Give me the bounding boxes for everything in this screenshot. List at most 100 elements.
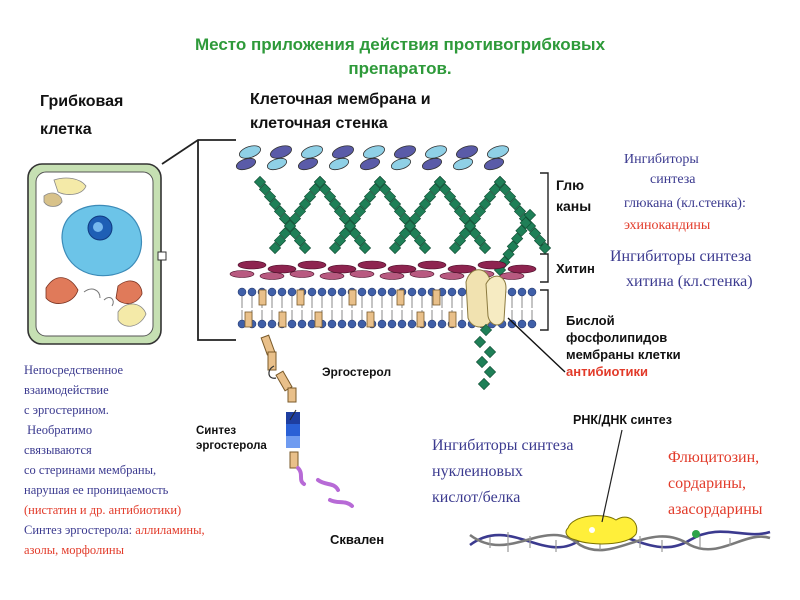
- ergosterol-molecule: [366, 311, 375, 328]
- antibiotics-pointer: [507, 317, 566, 373]
- glucan-unit: [508, 197, 522, 211]
- glucan-unit: [403, 219, 417, 233]
- glucan-unit: [413, 205, 427, 218]
- glucan-unit: [298, 241, 312, 255]
- ergosterol-label: Эргостерол: [322, 365, 392, 379]
- glucan-unit: [513, 205, 527, 218]
- chitin-layer: [229, 260, 537, 280]
- glucan-unit: [483, 190, 497, 203]
- lipid-head: [357, 287, 367, 297]
- membrane-wall-header: Клеточная мембрана и клеточная стенка: [250, 88, 431, 136]
- glucan-unit: [473, 234, 487, 247]
- mannoprotein: [239, 145, 261, 159]
- lipid-head: [517, 287, 527, 297]
- squalene-label: Сквален: [330, 532, 385, 547]
- ergosterol-notes-line-9: Синтез эргостерола: аллиламины,: [24, 520, 205, 540]
- mannoprotein: [359, 157, 381, 171]
- glucan-unit: [453, 205, 467, 218]
- chitin-fiber: [327, 264, 357, 274]
- chitin-fiber: [297, 260, 327, 270]
- glucan-unit: [378, 183, 392, 196]
- glucan-unit: [478, 241, 492, 255]
- glucan-unit: [448, 241, 462, 255]
- glucan-unit: [393, 205, 407, 218]
- chitin-fiber: [349, 270, 375, 278]
- mannoprotein: [332, 145, 354, 159]
- ergosterol-molecule: [244, 311, 253, 328]
- ergosterol-molecule: [396, 289, 405, 306]
- membrane-wall-header-line-1: Клеточная мембрана и: [250, 91, 431, 108]
- glucan-unit: [383, 190, 397, 203]
- lipid-head: [517, 319, 527, 329]
- glucan-unit: [388, 197, 402, 211]
- lipid-head: [307, 287, 317, 297]
- chitin-label: Хитин: [556, 261, 595, 276]
- glucan-unit: [533, 234, 547, 247]
- lipid-head: [377, 287, 387, 297]
- mannoprotein: [363, 145, 385, 159]
- glucan-unit: [413, 234, 427, 247]
- chitin-fiber: [439, 272, 465, 280]
- chitin-fiber: [417, 260, 447, 270]
- glucan-unit: [398, 227, 412, 240]
- zoom-bracket: [161, 139, 236, 341]
- glucan-unit: [283, 219, 297, 233]
- glucan-unit: [493, 175, 507, 189]
- glucan-unit: [293, 234, 307, 247]
- glucan-unit: [503, 190, 517, 203]
- glucan-unit: [288, 212, 302, 225]
- glucan-inhibitors-line-4: эхинокандины: [624, 218, 711, 233]
- chitin-fiber: [409, 270, 435, 278]
- glucan-unit: [448, 197, 462, 211]
- lipid-head: [337, 287, 347, 297]
- chitin-fiber: [237, 260, 267, 270]
- lipid-head: [377, 319, 387, 329]
- lipid-head: [267, 287, 277, 297]
- glucan-unit: [433, 175, 447, 189]
- glucan-unit: [388, 241, 402, 255]
- mannoprotein: [301, 145, 323, 159]
- fungal-cell-header-line-1: Грибковая: [40, 93, 124, 110]
- dna-helix: [469, 515, 771, 552]
- glucan-unit: [268, 197, 282, 211]
- glucan-unit: [488, 183, 502, 196]
- lipid-head: [427, 319, 437, 329]
- mannoprotein: [456, 145, 478, 159]
- glucan-unit: [506, 240, 519, 253]
- glucan-unit: [328, 197, 342, 211]
- glucan-unit: [348, 227, 362, 240]
- glucan-unit: [523, 208, 537, 222]
- nucleic-inhibitors-line-1: Ингибиторы синтеза: [432, 437, 574, 454]
- glucan-unit: [303, 190, 317, 203]
- glucan-unit: [358, 197, 372, 211]
- bilayer-label-line-3: мембраны клетки: [566, 347, 681, 362]
- lipid-head: [277, 287, 287, 297]
- ergosterol-synthesis-chain: [260, 334, 354, 508]
- mannoprotein: [297, 157, 319, 171]
- chitin-fiber: [229, 270, 255, 278]
- glucan-unit: [318, 183, 332, 196]
- glucan-unit: [393, 234, 407, 247]
- glucan-unit: [502, 248, 515, 261]
- glucan-inhibitors-line-2: синтеза: [650, 172, 696, 187]
- glucan-unit: [515, 224, 528, 237]
- glucan-inhibitors-line-1: Ингибиторы: [624, 152, 699, 167]
- ergosterol-molecule: [348, 289, 357, 306]
- glucan-unit: [358, 241, 372, 255]
- chitin-bracket: [540, 253, 549, 283]
- glucans-label-line-2: каны: [556, 198, 592, 214]
- chitin-fiber: [267, 264, 297, 274]
- glucan-unit: [438, 183, 452, 196]
- nucleic-drugs-line-2: сордарины,: [668, 475, 747, 492]
- lipid-head: [327, 287, 337, 297]
- chitin-inhibitors-note: Ингибиторы синтеза хитина (кл.стенка): [610, 244, 753, 294]
- glucan-unit: [313, 175, 327, 189]
- glucan-unit: [343, 219, 357, 233]
- glucan-unit: [453, 234, 467, 247]
- glucan-inhibitors-note: Ингибиторы синтеза глюкана (кл.стенка): …: [620, 150, 746, 236]
- ergosterol-notes-line-2: взаимодействие: [24, 383, 109, 397]
- glucan-unit: [479, 323, 493, 337]
- ergosterol-molecule: [416, 311, 425, 328]
- nucleic-inhibitors-line-2: нуклеиновых: [432, 463, 523, 480]
- glucan-synthase-chain: [473, 323, 497, 391]
